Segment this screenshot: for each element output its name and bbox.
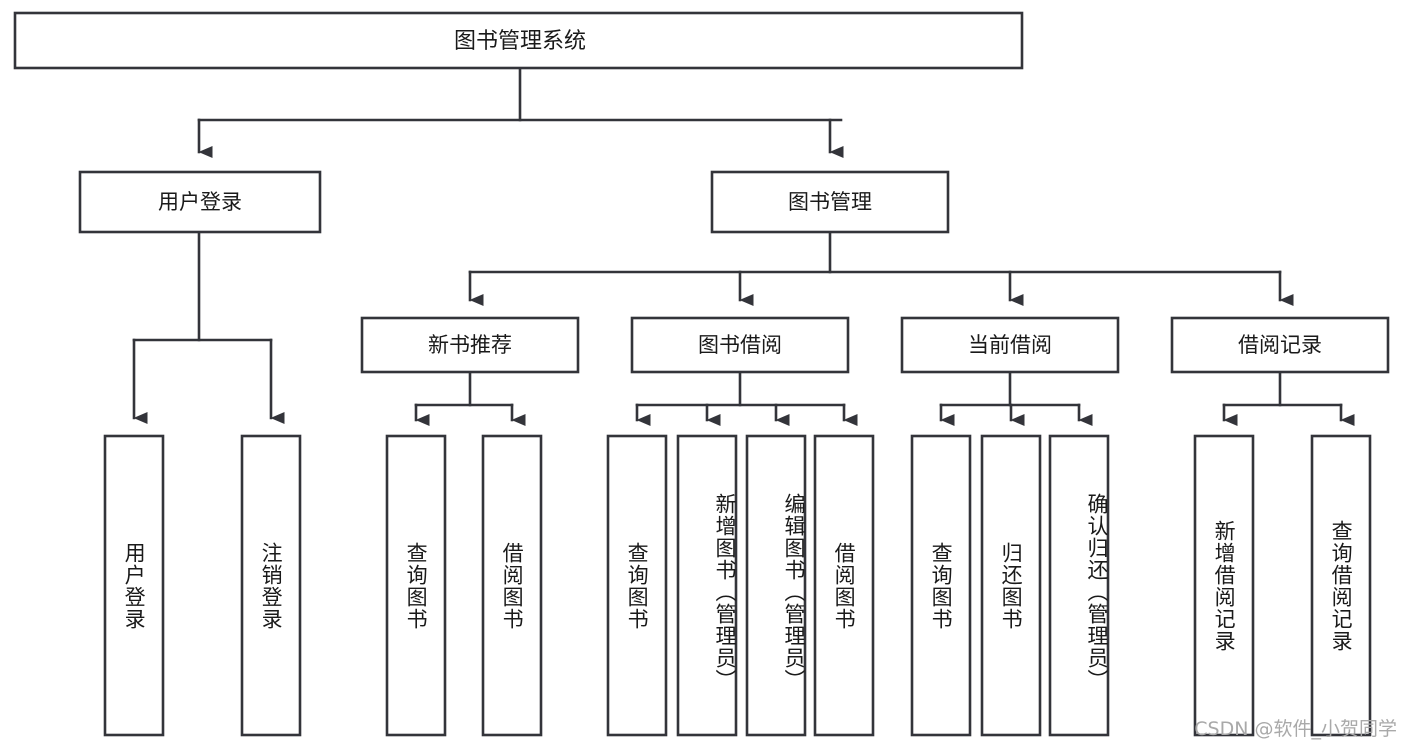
node-book-management-box[interactable] (710, 170, 950, 234)
leaf-box-borrow-book-2[interactable] (813, 434, 875, 737)
leaf-box-borrow-book-1[interactable] (481, 434, 543, 737)
node-book-borrow-box[interactable] (630, 316, 850, 374)
connector-newbook-to-leaves (414, 370, 526, 426)
node-book-borrow-label: 图书借阅 (698, 333, 782, 357)
leaf-box-return-book[interactable] (980, 434, 1042, 737)
node-book-management-label: 图书管理 (788, 190, 872, 214)
leaf-box-logout[interactable] (240, 434, 302, 737)
csdn-watermark: CSDN @软件_小贺同学 (1194, 718, 1397, 740)
node-current-borrow-label: 当前借阅 (968, 333, 1052, 357)
connector-currentborrow-to-leaves (939, 370, 1093, 426)
connector-root-to-level1 (197, 66, 844, 158)
leaf-box-query-book-3[interactable] (910, 434, 972, 737)
connector-userlogin-to-leaves (132, 230, 285, 424)
node-root-box[interactable] (13, 11, 1024, 70)
node-borrow-record-box[interactable] (1170, 316, 1390, 374)
connector-bookborrow-to-leaves (635, 370, 858, 426)
leaf-box-query-borrow-record[interactable] (1310, 434, 1372, 737)
node-current-borrow-box[interactable] (900, 316, 1120, 374)
node-root-label: 图书管理系统 (454, 29, 586, 54)
node-borrow-record-label: 借阅记录 (1238, 333, 1322, 357)
leaf-box-edit-book-admin[interactable] (745, 434, 807, 737)
leaf-box-add-book-admin[interactable] (676, 434, 738, 737)
connector-bookmgmt-to-level2 (468, 230, 1294, 306)
connector-borrowrecord-to-leaves (1222, 370, 1355, 426)
leaf-box-query-book-1[interactable] (385, 434, 447, 737)
node-new-book-recommend-box[interactable] (360, 316, 580, 374)
leaf-box-query-book-2[interactable] (606, 434, 668, 737)
node-user-login-box[interactable] (78, 170, 322, 234)
leaf-box-confirm-return-admin[interactable] (1048, 434, 1110, 737)
node-new-book-recommend-label: 新书推荐 (428, 333, 512, 357)
leaf-box-add-borrow-record[interactable] (1193, 434, 1255, 737)
node-user-login-label: 用户登录 (158, 190, 242, 214)
leaf-box-user-login[interactable] (103, 434, 165, 737)
